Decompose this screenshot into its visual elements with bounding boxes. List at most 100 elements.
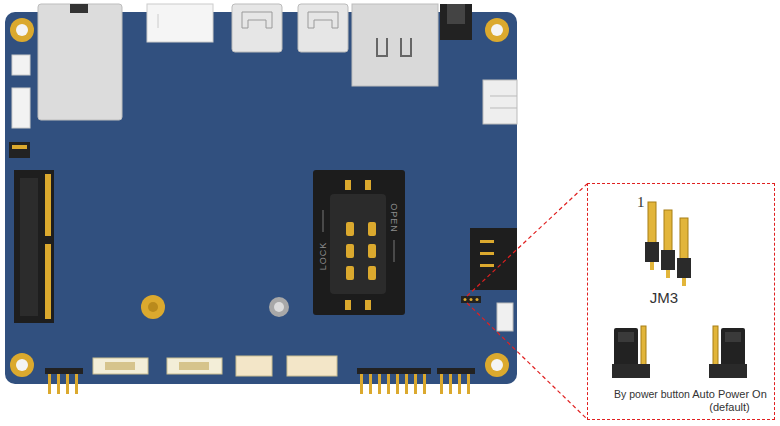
sim-holder	[365, 300, 371, 310]
dc-jack	[440, 4, 472, 40]
pin-header	[467, 374, 470, 394]
jumper-cap	[721, 328, 745, 366]
pin-header	[360, 374, 363, 394]
leader-line	[467, 303, 587, 419]
jumper-cap	[709, 364, 747, 378]
pin-header	[45, 368, 83, 374]
jumper-3pin	[648, 202, 656, 248]
hdmi-connector	[147, 4, 213, 42]
lan-connector	[38, 4, 122, 120]
usb-connector	[308, 12, 338, 28]
bottom-connector	[105, 362, 135, 370]
pin-header	[414, 374, 417, 394]
fpc-connector	[12, 88, 30, 128]
dc-jack	[440, 4, 472, 40]
sd-card-slot	[401, 38, 411, 56]
pin-header	[357, 368, 431, 374]
jumper-jm3	[464, 298, 467, 301]
pin-header	[423, 374, 426, 394]
jumper-jm3	[470, 298, 473, 301]
sim-holder	[313, 170, 405, 315]
mounting-hole	[16, 359, 28, 371]
pin-header	[66, 374, 69, 394]
side-connector	[483, 80, 517, 124]
mounting-hole	[491, 359, 503, 371]
jumper-3pin	[645, 202, 691, 286]
pin-header	[369, 374, 372, 394]
usb-connector	[232, 4, 348, 52]
jumper-cap	[612, 326, 747, 378]
mounting-hole	[16, 24, 28, 36]
jumper-3pin	[677, 258, 691, 278]
mounting-hole	[10, 18, 34, 42]
usb-connector	[298, 4, 348, 52]
m2-slot	[14, 170, 54, 323]
sd-card-slot	[352, 4, 438, 86]
jumper-jm3	[476, 298, 479, 301]
m2-slot	[20, 178, 38, 316]
sim-holder	[346, 244, 354, 258]
sim-holder	[368, 266, 376, 280]
right-connector	[470, 228, 517, 290]
right-connector	[470, 228, 517, 290]
jumper-3pin	[650, 262, 654, 270]
sim-holder	[365, 180, 371, 190]
jumper-cap	[641, 326, 646, 366]
side-connector	[490, 108, 517, 109]
mounting-hole	[141, 295, 165, 319]
pin-header	[437, 368, 475, 374]
mounting-hole	[274, 302, 284, 312]
sd-card-slot	[377, 38, 387, 56]
pin-header	[57, 374, 60, 394]
jumper-cap	[713, 326, 718, 366]
sim-holder	[346, 266, 354, 280]
holder-marking: OPEN	[389, 203, 399, 233]
jumper-3pin	[666, 270, 670, 278]
pin-header	[405, 374, 408, 394]
pin-header	[396, 374, 399, 394]
jumper-jm3	[461, 296, 481, 303]
hdmi-connector	[158, 14, 159, 28]
sim-holder	[368, 244, 376, 258]
pin-header	[440, 374, 443, 394]
jumper-3pin	[680, 218, 688, 264]
fpc-connector	[12, 145, 27, 149]
sim-holder	[368, 222, 376, 236]
m2-slot	[45, 244, 51, 319]
lan-connector	[70, 4, 88, 13]
hdmi-connector	[147, 4, 213, 42]
sim-holder	[346, 222, 354, 236]
bottom-connector	[236, 356, 272, 376]
sim-holder	[323, 210, 324, 232]
jumper-3pin	[645, 242, 659, 262]
jumper-cap	[614, 328, 638, 366]
holder-marking: LOCK	[318, 242, 328, 271]
bottom-connector	[167, 358, 222, 374]
lan-connector	[38, 4, 122, 120]
jumper-3pin	[682, 278, 686, 286]
fpc-connector	[9, 142, 30, 158]
usb-connector	[232, 4, 282, 52]
usb-connector	[242, 12, 272, 28]
mounting-hole	[485, 18, 509, 42]
sim-holder	[345, 300, 351, 310]
right-connector	[480, 240, 494, 243]
small-connector	[497, 303, 513, 331]
right-connector	[480, 252, 494, 255]
sd-card-slot	[352, 4, 438, 86]
mounting-hole	[485, 353, 509, 377]
m2-slot	[14, 170, 54, 323]
setting-label: Auto Power On (default)	[685, 388, 774, 413]
sim-holder	[330, 194, 386, 294]
bottom-connector	[93, 356, 337, 376]
leader-line	[467, 184, 587, 419]
pin-number: 1	[637, 194, 651, 211]
side-connector	[490, 96, 517, 97]
fpc-connector	[9, 55, 30, 158]
bottom-connector	[179, 362, 209, 370]
sim-holder	[313, 170, 405, 315]
leader-line	[467, 184, 587, 296]
jumper-3pin	[664, 210, 672, 256]
jumper-cap	[612, 364, 650, 378]
